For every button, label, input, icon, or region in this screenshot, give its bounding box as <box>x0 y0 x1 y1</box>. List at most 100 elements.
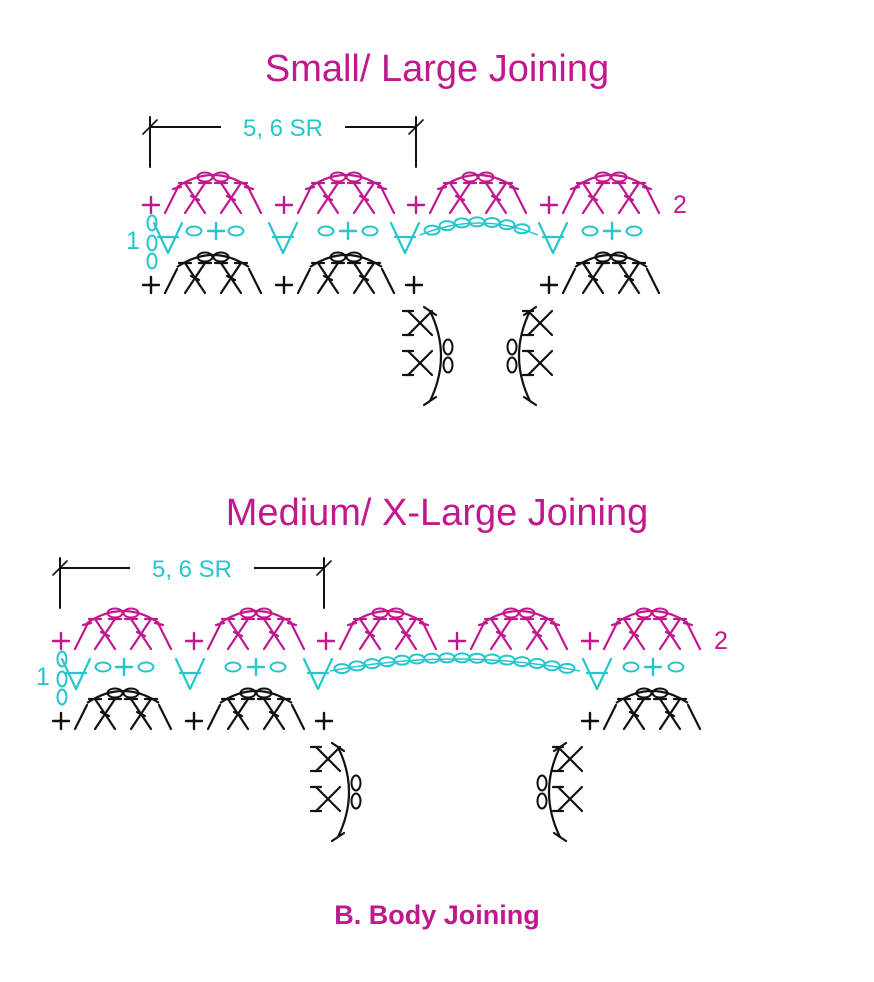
diagram-title-medium-xlarge: Medium/ X-Large Joining <box>225 492 649 534</box>
chain-symbol <box>94 661 112 673</box>
double-crochet-symbol <box>123 617 159 651</box>
chain-symbol <box>483 653 501 665</box>
chain-symbol <box>333 663 351 675</box>
double-crochet-symbol <box>87 617 123 651</box>
single-crochet-symbol <box>314 711 334 731</box>
chain-symbol <box>146 214 158 232</box>
double-crochet-symbol <box>310 181 346 215</box>
single-crochet-symbol <box>338 221 358 241</box>
double-crochet-symbol <box>213 261 249 295</box>
chain-symbol <box>345 251 363 263</box>
single-crochet-symbol <box>274 195 294 215</box>
chain-symbol <box>468 216 486 228</box>
chain-symbol <box>477 171 495 183</box>
chain-symbol <box>442 356 454 374</box>
chain-symbol <box>185 225 203 237</box>
chain-symbol <box>506 338 518 356</box>
chain-symbol <box>122 607 140 619</box>
chain-symbol <box>56 688 68 706</box>
double-crochet-symbol <box>537 221 569 255</box>
row-label-2: 2 <box>714 627 728 655</box>
chain-symbol <box>610 171 628 183</box>
chain-symbol <box>255 607 273 619</box>
chain-symbol <box>651 687 669 699</box>
double-crochet-symbol <box>388 617 424 651</box>
single-crochet-symbol <box>51 711 71 731</box>
double-crochet-symbol <box>478 181 514 215</box>
shell-stitch-top <box>163 171 263 215</box>
shell-stitch-bottom <box>206 687 306 731</box>
double-crochet-symbol <box>310 261 346 295</box>
chain-symbol <box>506 356 518 374</box>
chain-symbol <box>513 223 531 235</box>
double-crochet-symbol <box>346 181 382 215</box>
single-crochet-symbol <box>404 275 424 295</box>
shell-stitch-top <box>561 171 661 215</box>
shell-stitch-top <box>428 171 528 215</box>
single-crochet-symbol <box>274 275 294 295</box>
chain-symbol <box>442 338 454 356</box>
single-crochet-symbol <box>447 631 467 651</box>
chain-symbol <box>269 661 287 673</box>
chain-symbol <box>212 171 230 183</box>
chain-symbol <box>438 652 456 664</box>
double-crochet-symbol <box>346 261 382 295</box>
double-crochet-symbol <box>256 697 292 731</box>
double-crochet-symbol <box>177 181 213 215</box>
double-crochet-symbol <box>442 181 478 215</box>
chain-symbol <box>518 607 536 619</box>
double-crochet-symbol <box>123 697 159 731</box>
double-crochet-symbol <box>483 617 519 651</box>
double-crochet-symbol <box>581 657 613 691</box>
double-crochet-symbol <box>389 221 421 255</box>
single-crochet-symbol <box>51 631 71 651</box>
single-crochet-symbol <box>406 195 426 215</box>
single-crochet-symbol <box>206 221 226 241</box>
chain-symbol <box>122 687 140 699</box>
shell-stitch-bottom <box>602 687 702 731</box>
double-crochet-symbol <box>177 261 213 295</box>
chain-symbol <box>468 652 486 664</box>
chain-symbol <box>137 661 155 673</box>
chain-symbol <box>558 662 576 674</box>
double-crochet-symbol <box>575 181 611 215</box>
double-crochet-symbol <box>352 617 388 651</box>
single-crochet-symbol <box>580 711 600 731</box>
chain-symbol <box>387 607 405 619</box>
chain-symbol <box>651 607 669 619</box>
double-crochet-symbol <box>256 617 292 651</box>
double-crochet-symbol <box>652 697 688 731</box>
shell-stitch-top <box>338 607 438 651</box>
figure-caption: B. Body Joining <box>334 900 540 930</box>
shell-stitch-bottom <box>296 251 396 295</box>
single-crochet-symbol <box>643 657 663 677</box>
chain-symbol <box>581 225 599 237</box>
chain-symbol <box>536 792 548 810</box>
double-crochet-symbol <box>60 657 92 691</box>
single-crochet-symbol <box>114 657 134 677</box>
double-crochet-symbol <box>652 617 688 651</box>
chain-symbol <box>625 225 643 237</box>
single-crochet-symbol <box>602 221 622 241</box>
shell-stitch-bottom <box>73 687 173 731</box>
chain-symbol <box>227 225 245 237</box>
chain-symbol <box>361 225 379 237</box>
side-shell-stitch <box>309 741 362 843</box>
side-shell-stitch <box>536 741 584 843</box>
double-crochet-symbol <box>213 181 249 215</box>
double-crochet-symbol <box>174 657 206 691</box>
chain-symbol <box>453 652 471 664</box>
chain-symbol <box>146 252 158 270</box>
chain-symbol <box>408 653 426 665</box>
single-crochet-symbol <box>141 275 161 295</box>
chain-symbol <box>350 774 362 792</box>
double-crochet-symbol <box>220 697 256 731</box>
single-crochet-symbol <box>539 275 559 295</box>
chain-symbol <box>255 687 273 699</box>
repeat-label: 5, 6 SR <box>243 115 323 142</box>
shell-stitch-top <box>206 607 306 651</box>
single-crochet-symbol <box>141 195 161 215</box>
row-label-1: 1 <box>36 663 50 691</box>
shell-stitch-top <box>296 171 396 215</box>
